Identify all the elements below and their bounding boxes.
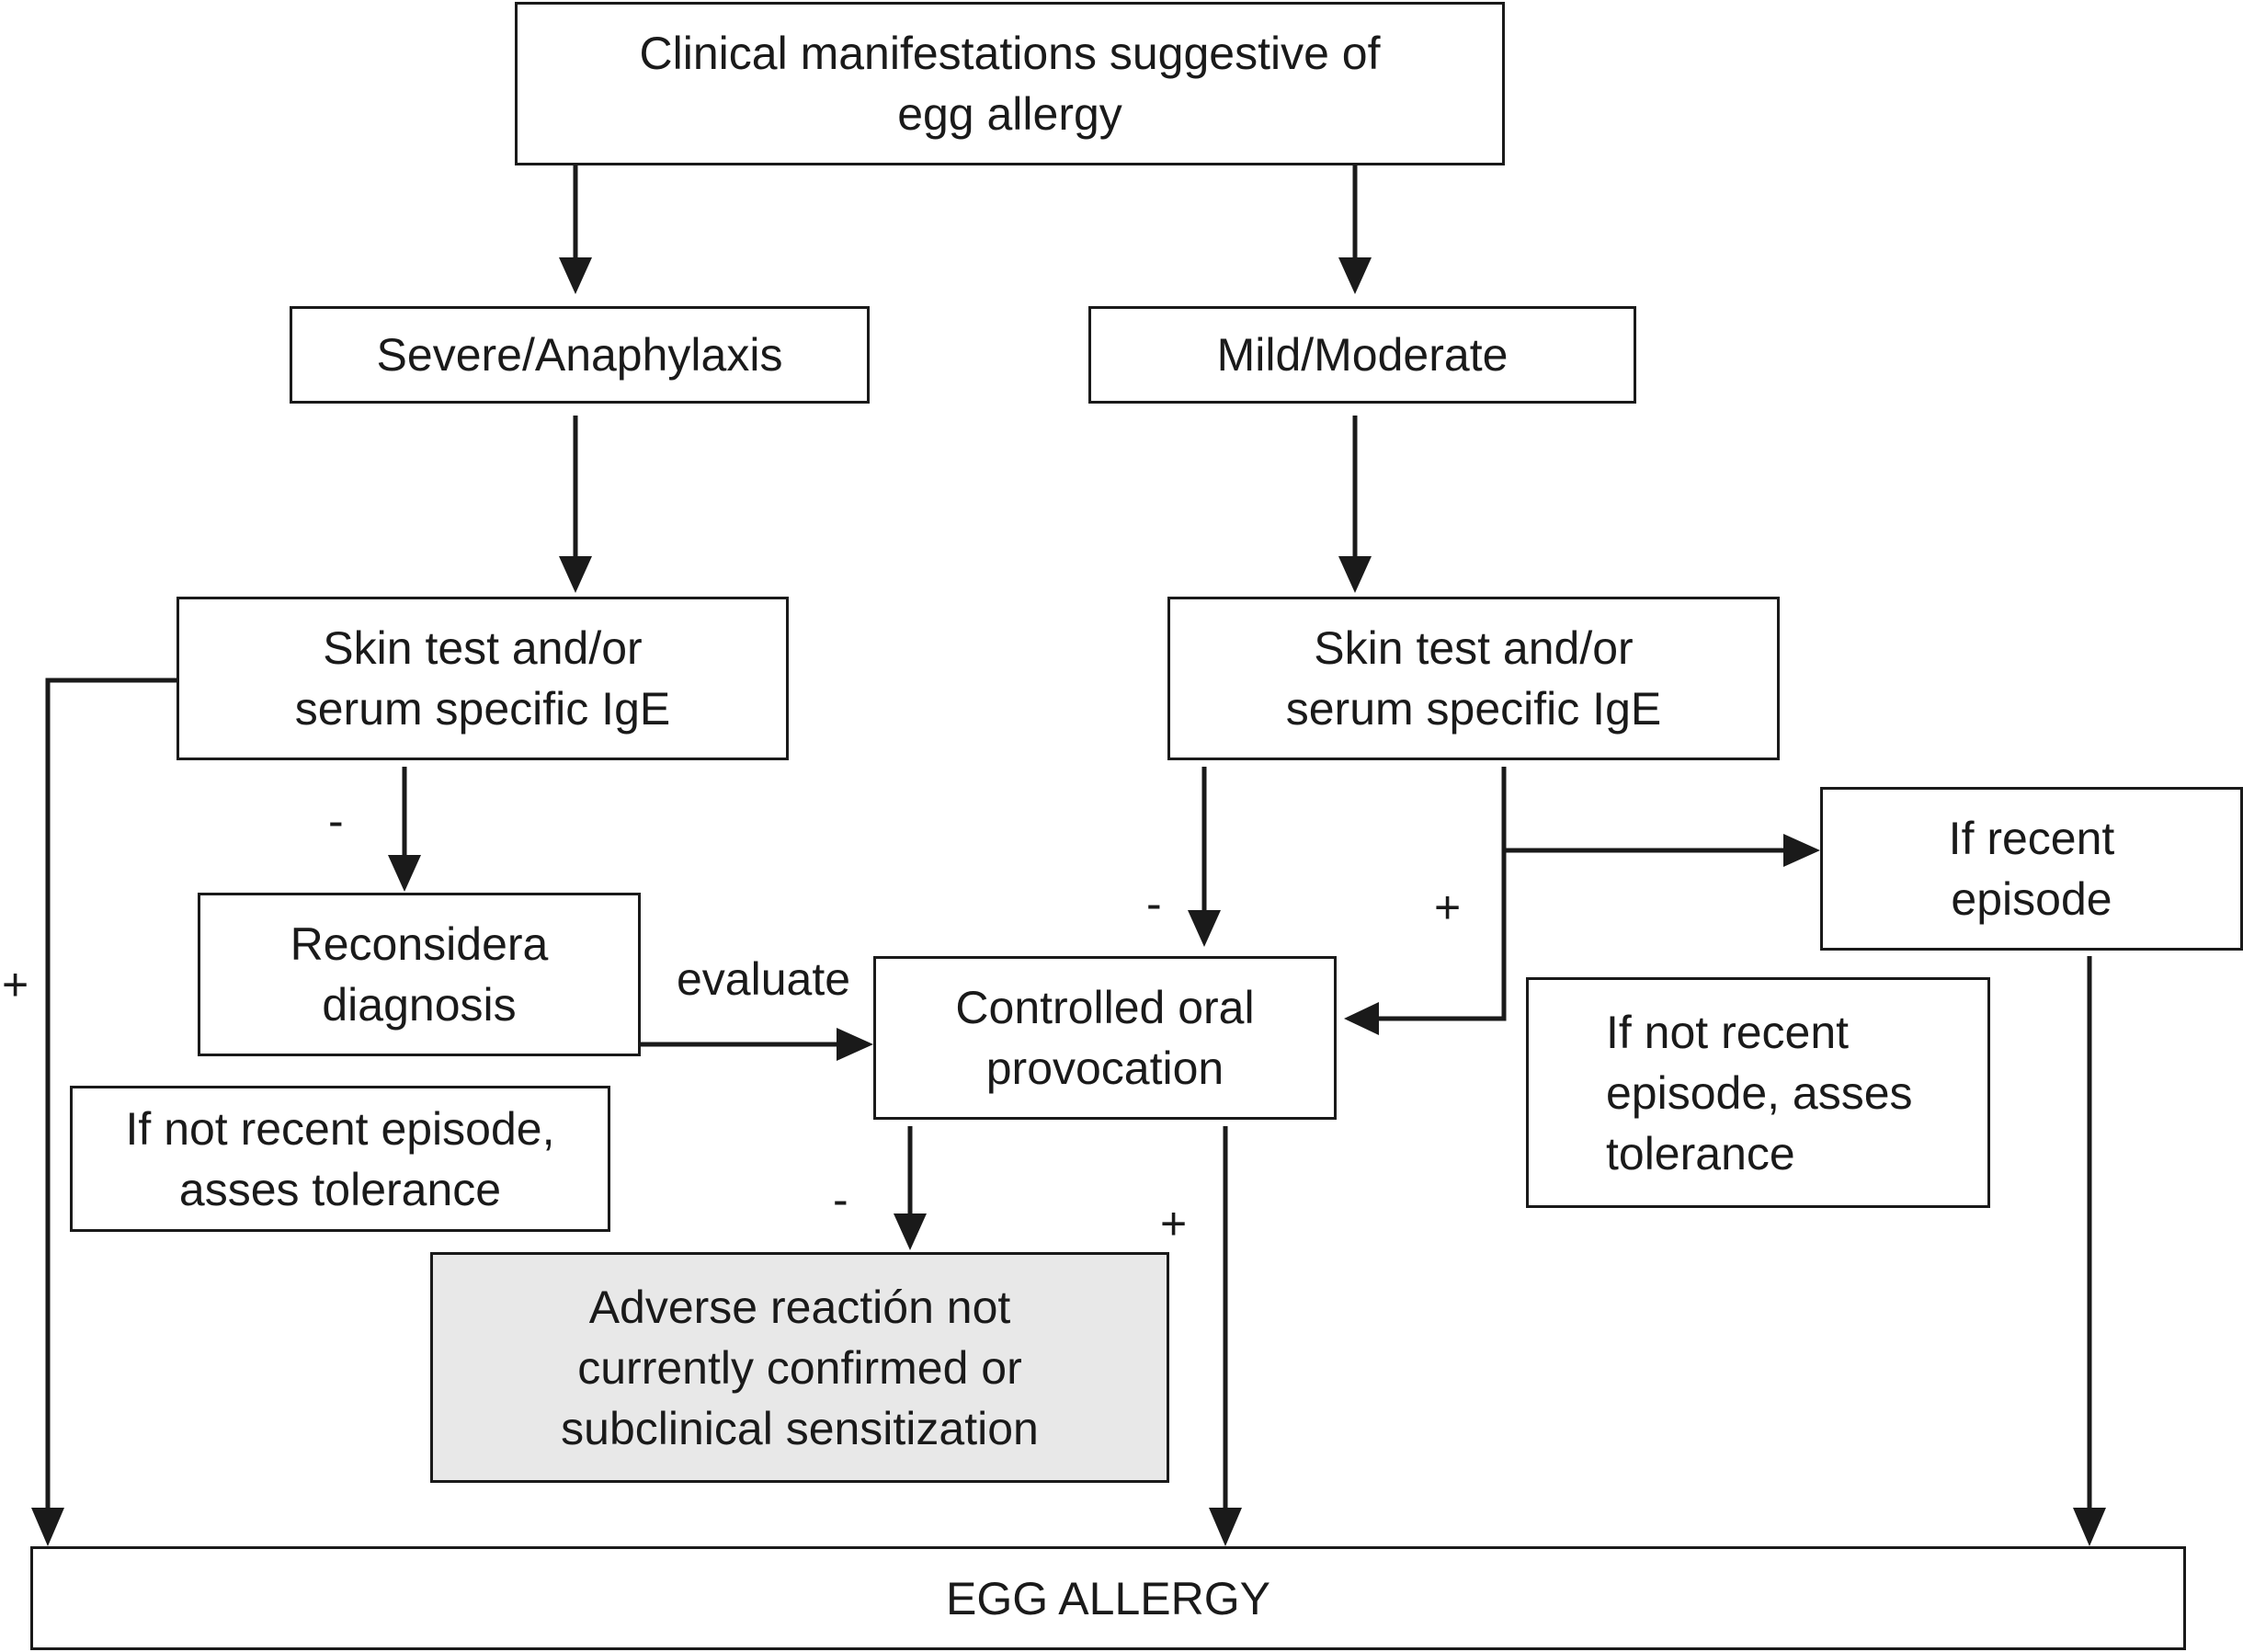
edge-label-left-minus: -: [328, 795, 344, 847]
edge-label-right-minus: -: [1146, 878, 1162, 929]
node-egg-allergy: EGG ALLERGY: [30, 1546, 2186, 1650]
arrowhead: [2073, 1508, 2106, 1546]
arrowhead: [1188, 910, 1221, 947]
edge-label-oral-minus: -: [833, 1174, 848, 1225]
node-reconsider-diagnosis: Reconsidera diagnosis: [198, 893, 641, 1056]
node-skin-test-left: Skin test and/or serum specific IgE: [176, 597, 789, 760]
node-skin-test-right: Skin test and/or serum specific IgE: [1167, 597, 1780, 760]
arrowhead: [388, 855, 421, 892]
node-label: Reconsidera diagnosis: [290, 918, 549, 1031]
arrowhead: [559, 257, 592, 294]
node-label: Controlled oral provocation: [955, 982, 1255, 1094]
arrowhead: [31, 1508, 64, 1546]
node-if-not-recent-right: If not recent episode, asses tolerance: [1526, 977, 1990, 1208]
arrowhead: [1344, 1002, 1379, 1035]
node-label: If not recent episode, asses tolerance: [1606, 1006, 1913, 1179]
node-label: EGG ALLERGY: [946, 1572, 1270, 1624]
node-label: Skin test and/or serum specific IgE: [1285, 622, 1662, 735]
node-label: Clinical manifestations suggestive of eg…: [639, 28, 1381, 140]
arrow-skin-test-left-to-egg-allergy: [45, 678, 177, 1526]
arrowhead: [1338, 257, 1372, 294]
node-if-recent-episode: If recent episode: [1820, 787, 2243, 951]
arrowhead: [1338, 556, 1372, 593]
node-severe-anaphylaxis: Severe/Anaphylaxis: [290, 306, 870, 404]
arrowhead: [837, 1028, 873, 1061]
node-label: Adverse reactión not currently confirmed…: [561, 1281, 1039, 1454]
arrowhead: [894, 1213, 927, 1250]
node-if-not-recent-left: If not recent episode, asses tolerance: [70, 1086, 610, 1232]
node-mild-moderate: Mild/Moderate: [1088, 306, 1636, 404]
node-label: Severe/Anaphylaxis: [376, 329, 783, 381]
edge-label-oral-plus: +: [1160, 1198, 1188, 1249]
node-adverse-reaction: Adverse reactión not currently confirmed…: [430, 1252, 1169, 1483]
node-label: Skin test and/or serum specific IgE: [294, 622, 671, 735]
arrow-skin-test-right-plus-to-controlled: [1361, 767, 1507, 1021]
node-label: If recent episode: [1948, 813, 2115, 925]
node-label: Mild/Moderate: [1216, 329, 1509, 381]
node-label: If not recent episode, asses tolerance: [125, 1102, 555, 1215]
arrowhead: [559, 556, 592, 593]
edge-label-left-plus: +: [2, 959, 29, 1010]
arrowhead: [1783, 834, 1820, 867]
node-controlled-oral-provocation: Controlled oral provocation: [873, 956, 1337, 1120]
edge-label-right-plus: +: [1434, 882, 1462, 933]
edge-label-evaluate: evaluate: [677, 953, 851, 1005]
arrowhead: [1209, 1508, 1242, 1546]
node-clinical-manifestations: Clinical manifestations suggestive of eg…: [515, 2, 1505, 165]
